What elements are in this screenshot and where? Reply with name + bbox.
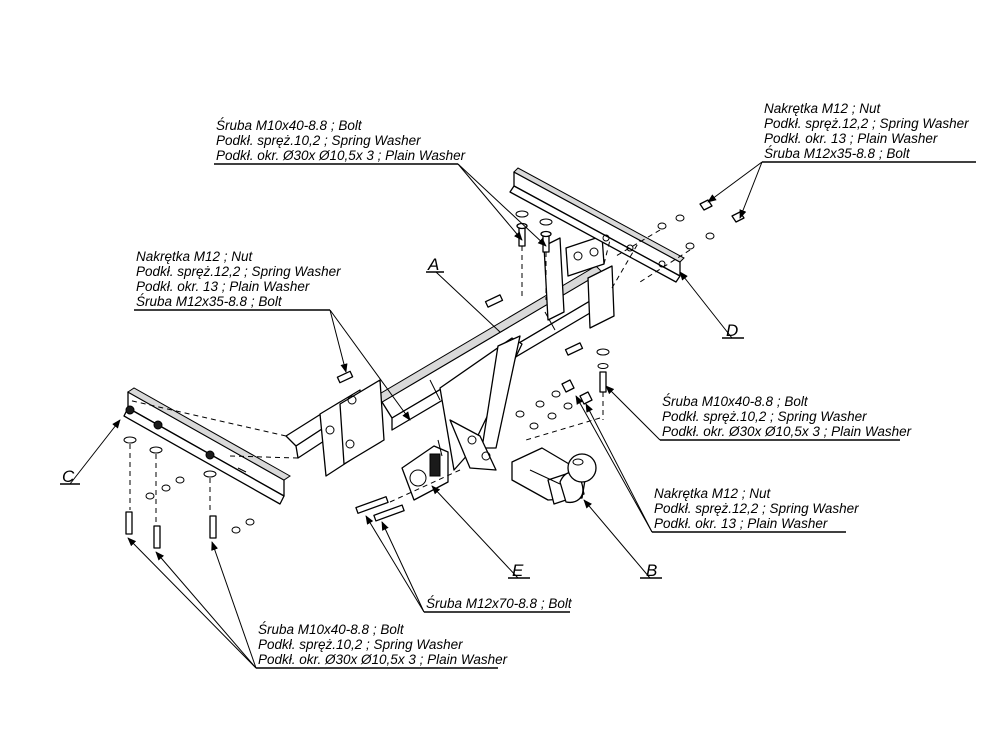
- callout-top-left-line2: Podkł. spręż.10,2 ; Spring Washer: [216, 133, 421, 148]
- right-crossbar-bracket: [543, 235, 615, 329]
- callout-lower-right: Nakrętka M12 ; Nut Podkł. spręż.12,2 ; S…: [654, 486, 859, 531]
- part-label-e: E: [512, 561, 524, 580]
- side-rail-d: [509, 167, 685, 283]
- callout-top-left-line1: Śruba M10x40-8.8 ; Bolt: [216, 118, 363, 133]
- callout-bottom-center-line1: Śruba M12x70-8.8 ; Bolt: [426, 596, 573, 611]
- callout-lower-right-line1: Nakrętka M12 ; Nut: [654, 486, 772, 501]
- callout-lower-right-line3: Podkł. okr. 13 ; Plain Washer: [654, 516, 828, 531]
- left-crossbar-bracket: [285, 379, 385, 477]
- callout-top-left-line3: Podkł. okr. Ø30x Ø10,5x 3 ; Plain Washer: [216, 148, 466, 163]
- callout-bottom-left-line2: Podkł. spręż.10,2 ; Spring Washer: [258, 637, 463, 652]
- callout-mid-right-line1: Śruba M10x40-8.8 ; Bolt: [662, 394, 809, 409]
- side-rail-c: [123, 387, 291, 505]
- callout-mid-left-line1: Nakrętka M12 ; Nut: [136, 249, 254, 264]
- callout-bottom-left-line3: Podkł. okr. Ø30x Ø10,5x 3 ; Plain Washer: [258, 652, 508, 667]
- callout-mid-left: Nakrętka M12 ; Nut Podkł. spręż.12,2 ; S…: [136, 249, 341, 309]
- assembly-guide-lines: [127, 229, 691, 524]
- callout-mid-left-line4: Śruba M12x35-8.8 ; Bolt: [136, 294, 283, 309]
- callout-mid-left-line2: Podkł. spręż.12,2 ; Spring Washer: [136, 264, 341, 279]
- callout-mid-right-line2: Podkł. spręż.10,2 ; Spring Washer: [662, 409, 867, 424]
- callout-bottom-left-line1: Śruba M10x40-8.8 ; Bolt: [258, 622, 405, 637]
- tow-ball-arm: [511, 447, 597, 505]
- centre-gusset: [439, 335, 523, 471]
- part-letters: A B C D E: [62, 255, 738, 580]
- callout-top-right-line4: Śruba M12x35-8.8 ; Bolt: [764, 146, 911, 161]
- callout-lower-right-line2: Podkł. spręż.12,2 ; Spring Washer: [654, 501, 859, 516]
- leader-lines: [60, 161, 976, 669]
- part-label-b: B: [646, 561, 657, 580]
- part-label-a: A: [427, 255, 439, 274]
- callout-top-right-line1: Nakrętka M12 ; Nut: [764, 101, 882, 116]
- part-label-c: C: [62, 467, 75, 486]
- callout-bottom-left: Śruba M10x40-8.8 ; Bolt Podkł. spręż.10,…: [258, 622, 508, 667]
- part-label-d: D: [726, 321, 738, 340]
- socket-plate: [401, 439, 449, 501]
- callout-top-right: Nakrętka M12 ; Nut Podkł. spręż.12,2 ; S…: [764, 101, 969, 161]
- callout-mid-left-line3: Podkł. okr. 13 ; Plain Washer: [136, 279, 310, 294]
- callout-mid-right-line3: Podkł. okr. Ø30x Ø10,5x 3 ; Plain Washer: [662, 424, 912, 439]
- callout-top-right-line2: Podkł. spręż.12,2 ; Spring Washer: [764, 116, 969, 131]
- callout-bottom-center: Śruba M12x70-8.8 ; Bolt: [426, 596, 573, 611]
- callout-top-right-line3: Podkł. okr. 13 ; Plain Washer: [764, 131, 938, 146]
- callout-top-left: Śruba M10x40-8.8 ; Bolt Podkł. spręż.10,…: [216, 118, 466, 163]
- callout-mid-right: Śruba M10x40-8.8 ; Bolt Podkł. spręż.10,…: [662, 394, 912, 439]
